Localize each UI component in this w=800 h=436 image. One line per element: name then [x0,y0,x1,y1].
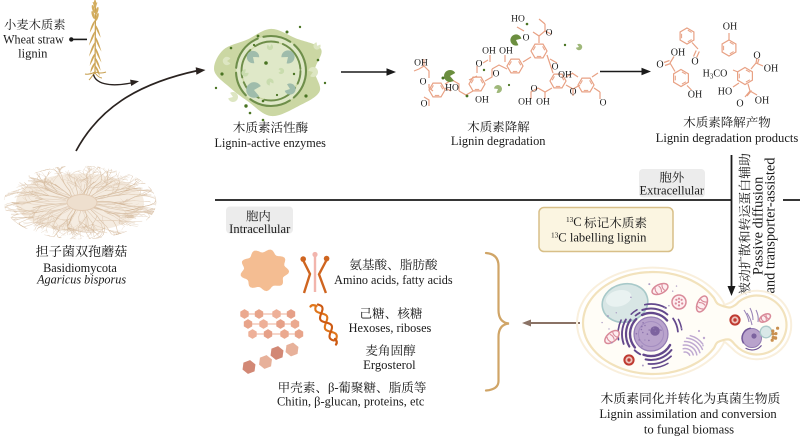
svg-text:Passive diffusion: Passive diffusion [751,177,767,275]
svg-text:Chitin, β-glucan, proteins, et: Chitin, β-glucan, proteins, etc [277,395,425,409]
svg-text:O: O [753,51,760,62]
svg-text:O: O [493,69,500,79]
svg-text:OH: OH [764,64,778,75]
svg-text:O: O [546,28,553,38]
svg-text:Lignin degradation products: Lignin degradation products [656,131,799,145]
svg-text:OH: OH [671,48,685,59]
svg-text:Wheat straw: Wheat straw [3,33,64,47]
svg-text:Lignin degradation: Lignin degradation [451,134,546,148]
svg-text:β-: β- [328,381,339,395]
svg-text:Hexoses, riboses: Hexoses, riboses [349,321,432,335]
svg-text:Ergosterol: Ergosterol [363,358,416,372]
svg-text:HO: HO [511,14,525,24]
svg-text:Basidiomycota: Basidiomycota [43,261,117,275]
svg-text:OH: OH [723,22,737,33]
svg-text:H3CO: H3CO [703,69,728,81]
svg-text:O: O [523,33,530,43]
svg-text:to fungal biomass: to fungal biomass [644,422,734,436]
svg-text:Extracellular: Extracellular [640,184,705,198]
svg-text:OH: OH [755,96,769,107]
svg-text:OH: OH [518,97,532,107]
svg-text:OH: OH [558,70,572,80]
svg-text:O: O [476,59,483,69]
svg-text:Intracellular: Intracellular [229,222,291,236]
svg-text:Amino acids, fatty acids: Amino acids, fatty acids [334,273,453,287]
svg-text:OH: OH [475,95,489,105]
svg-text:O: O [736,99,743,110]
svg-text:Agaricus bisporus: Agaricus bisporus [36,273,126,287]
svg-text:Lignin-active enzymes: Lignin-active enzymes [215,136,327,150]
svg-text:O: O [656,60,663,71]
svg-text:HO: HO [445,83,459,93]
svg-text:13C labelling lignin: 13C labelling lignin [551,231,647,245]
svg-text:OH: OH [499,46,513,56]
svg-text:OH: OH [482,46,496,56]
svg-text:O: O [552,62,559,72]
svg-text:O: O [570,87,577,97]
svg-text:O: O [531,84,538,94]
svg-text:OH: OH [688,90,702,101]
svg-text:O: O [420,77,427,87]
svg-text:OH: OH [536,97,550,107]
svg-text:O: O [421,99,428,109]
svg-text:O: O [600,98,607,108]
svg-text:lignin: lignin [18,46,48,60]
svg-text:Lignin assimilation and conver: Lignin assimilation and conversion [599,407,777,421]
svg-text:13C: 13C [566,215,582,229]
svg-text:and transporter-assisted: and transporter-assisted [763,157,779,294]
svg-text:HO: HO [718,87,732,98]
svg-text:O: O [691,57,698,68]
svg-text:OH: OH [414,58,428,68]
